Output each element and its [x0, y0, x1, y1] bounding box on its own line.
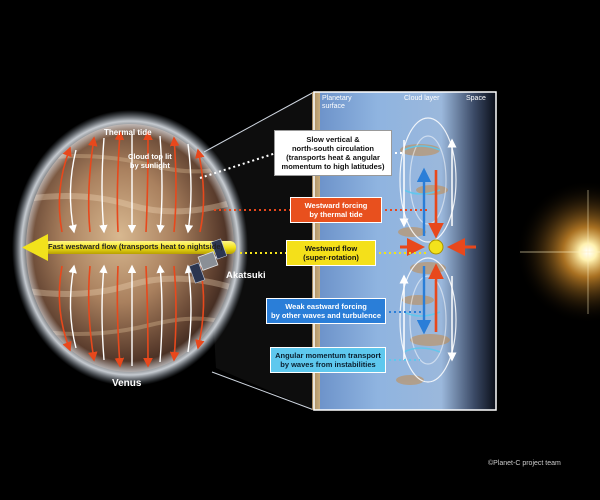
box-westward-forcing: Westward forcing by thermal tide — [290, 197, 382, 223]
fast-westward-flow-arrow — [22, 234, 236, 261]
zoom-line-top — [203, 91, 315, 153]
box-westward-flow: Westward flow (super-rotation) — [286, 240, 376, 266]
meridional-arrows — [68, 134, 194, 366]
credit-label: ©Planet-C project team — [488, 460, 561, 467]
thermal-tide-label: Thermal tide — [104, 128, 152, 137]
venus-label: Venus — [112, 378, 142, 389]
header-space: Space — [466, 95, 486, 102]
akatsuki-label: Akatsuki — [226, 270, 266, 281]
box-angular-momentum-transport: Angular momentum transport by waves from… — [270, 347, 386, 373]
header-cloud-layer: Cloud layer — [404, 95, 440, 102]
box-slow-vertical-circulation: Slow vertical & north-south circulation … — [274, 130, 392, 176]
fast-westward-flow-label: Fast westward flow (transports heat to n… — [48, 242, 224, 251]
cloud-top-label: Cloud top lit by sunlight — [128, 152, 172, 170]
zoom-line-bottom — [211, 371, 315, 411]
box-weak-eastward-forcing: Weak eastward forcing by other waves and… — [266, 298, 386, 324]
header-planetary-surface: Planetary surface — [322, 95, 352, 110]
tide-arrows — [58, 130, 205, 368]
akatsuki-spacecraft-icon — [188, 238, 228, 284]
leader-lines — [199, 152, 292, 254]
